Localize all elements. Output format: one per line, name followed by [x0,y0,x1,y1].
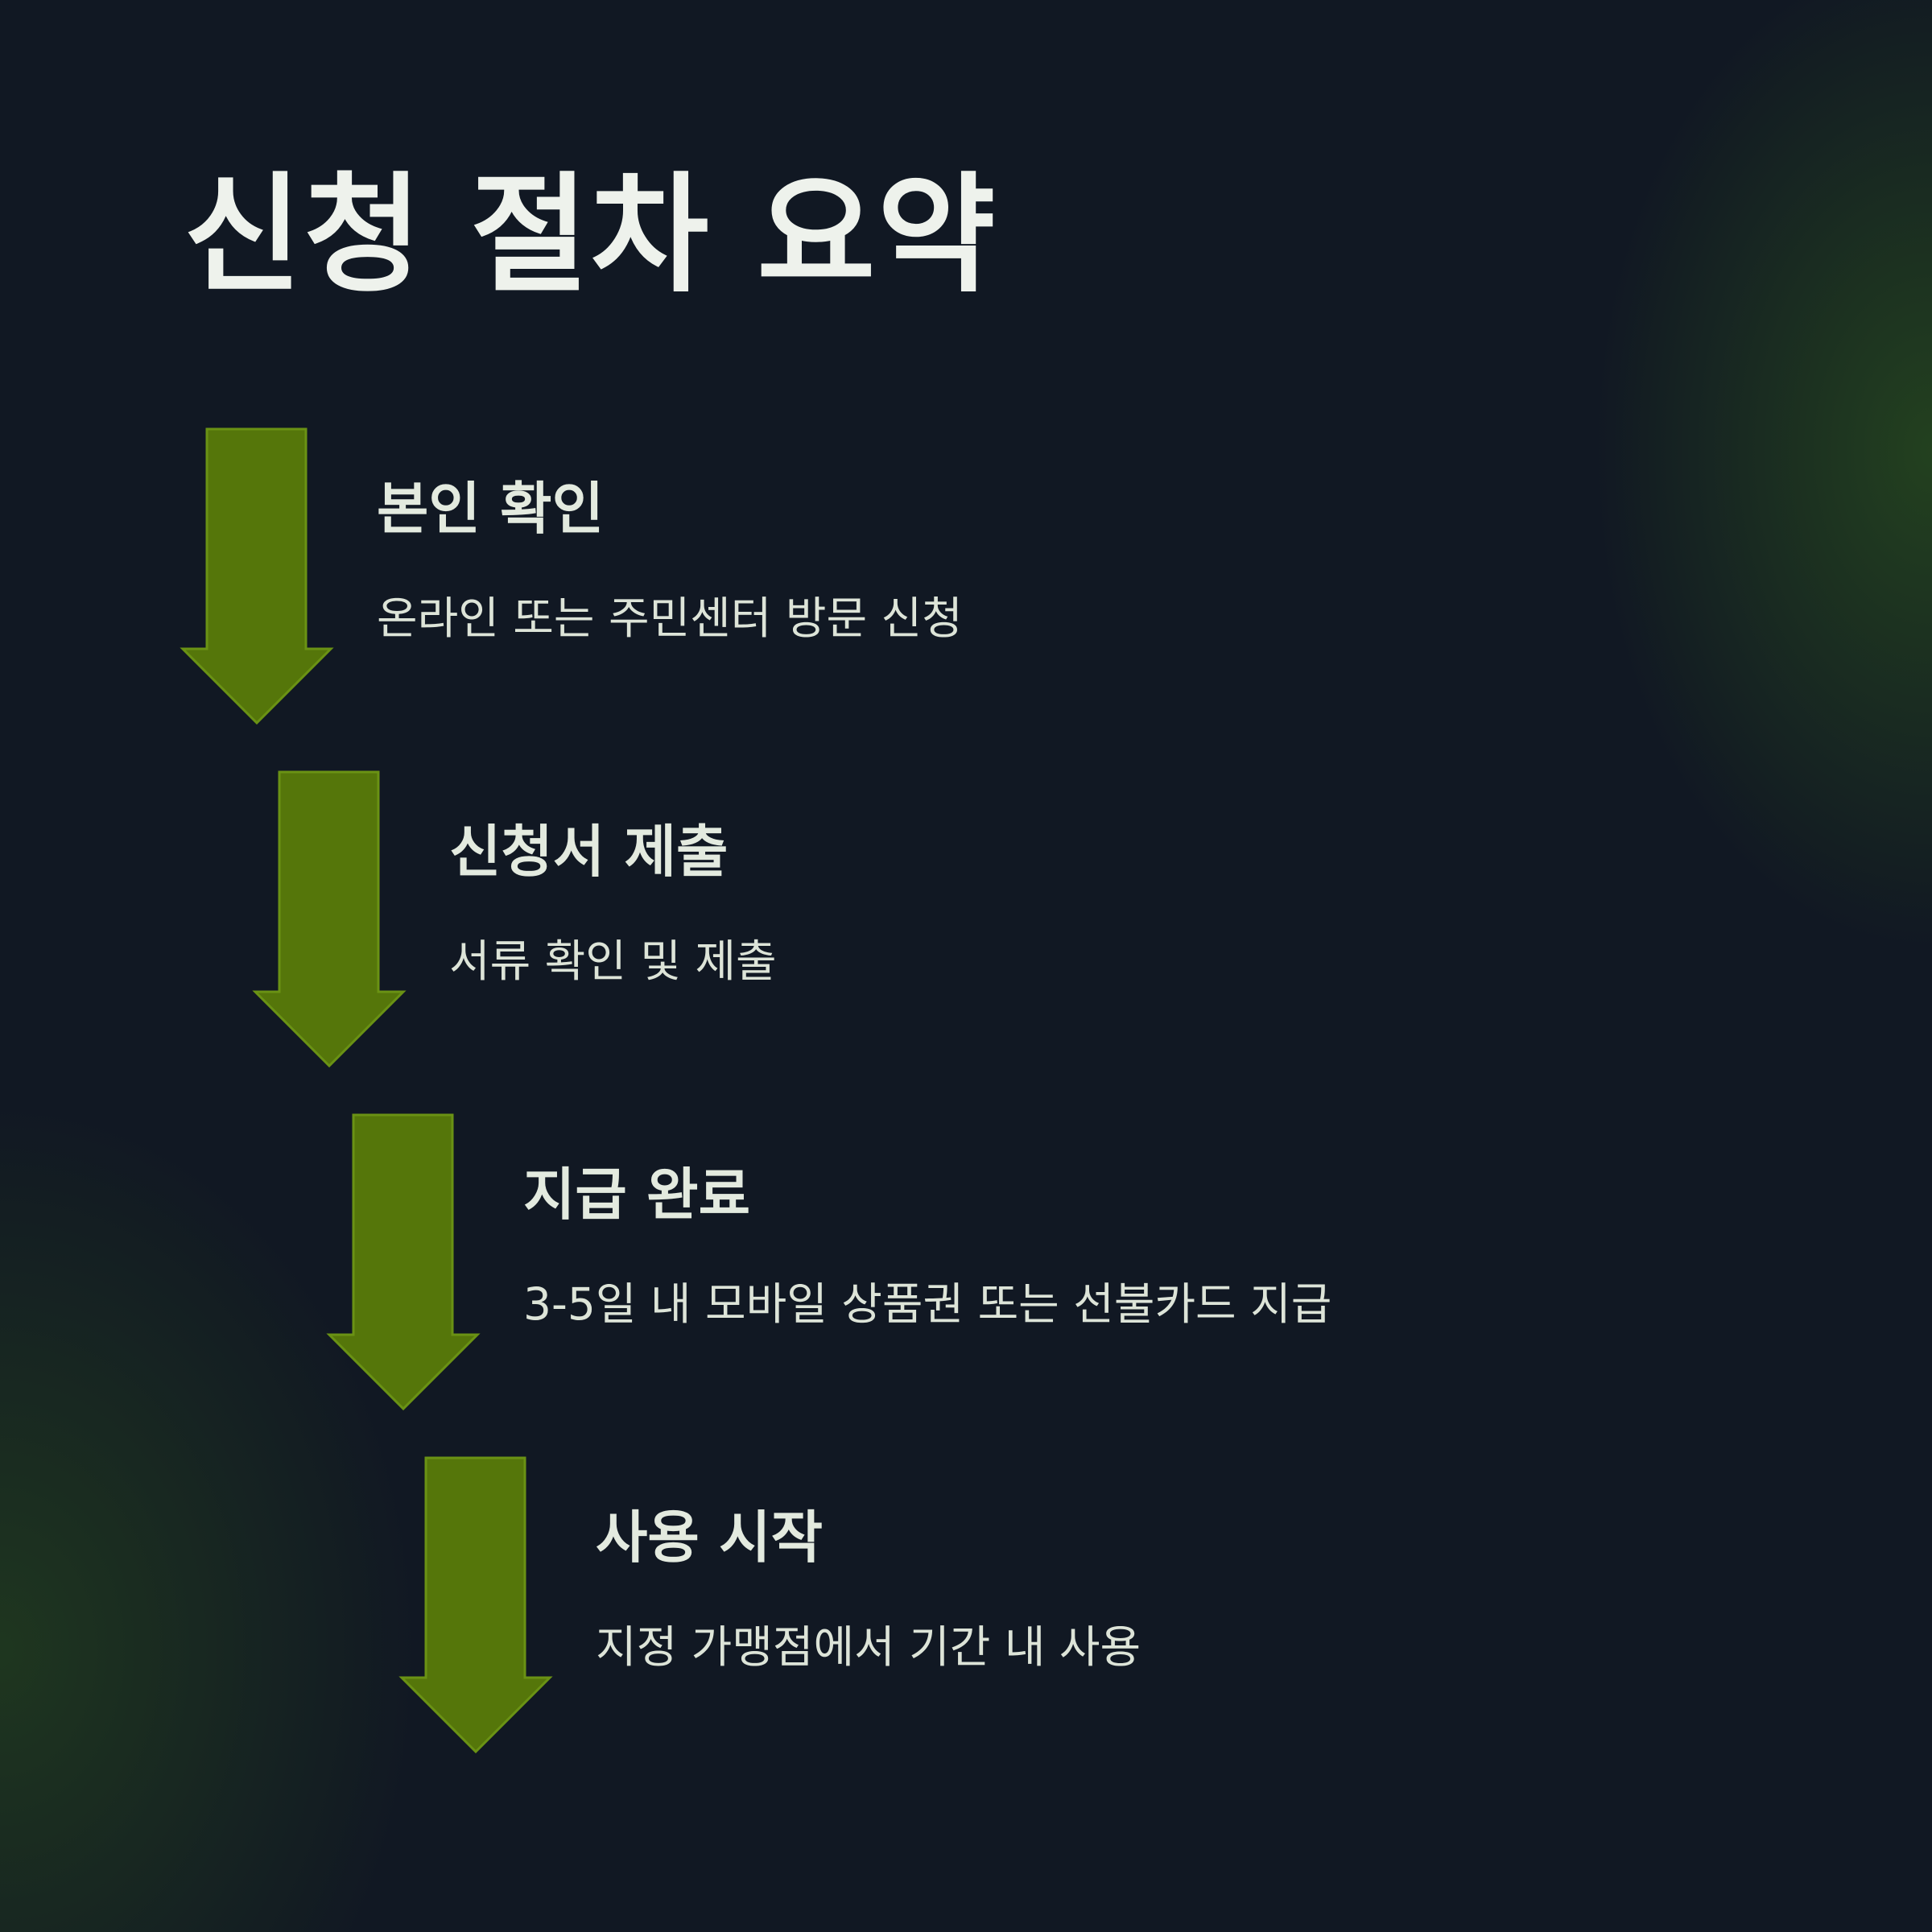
step-description: 온라인 또는 주민센터 방문 신청 [377,592,963,644]
step-heading: 사용 시작 [596,1505,823,1571]
step-start-use: 사용 시작 지정 가맹점에서 기간 내 사용 [398,1456,1528,1755]
step-description: 3-5일 내 모바일 상품권 또는 선불카드 지급 [523,1278,1332,1330]
step-heading: 본인 확인 [377,476,604,542]
down-arrow-icon [252,770,407,1068]
step-heading: 신청서 제출 [449,819,729,885]
step-heading: 지급 완료 [523,1162,750,1228]
step-description: 지정 가맹점에서 기간 내 사용 [596,1621,1141,1673]
step-identity-check: 본인 확인 온라인 또는 주민센터 방문 신청 [180,427,1309,726]
down-arrow-icon [398,1456,553,1754]
step-payment-complete: 지급 완료 3-5일 내 모바일 상품권 또는 선불카드 지급 [326,1113,1455,1412]
down-arrow-icon [180,427,334,725]
page-title: 신청 절차 요약 [184,159,997,310]
down-arrow-icon [326,1113,481,1411]
step-application-submit: 신청서 제출 서류 확인 및 제출 [252,770,1381,1069]
step-description: 서류 확인 및 제출 [449,935,777,987]
